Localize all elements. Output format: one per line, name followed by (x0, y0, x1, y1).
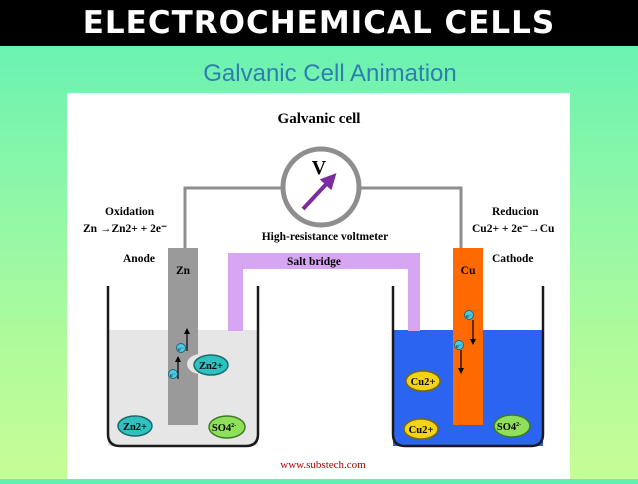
oxidation-reaction: Zn →Zn2+ + 2e⁻ (83, 223, 167, 235)
slide-title-bar: ELECTROCHEMICAL CELLS (0, 0, 638, 46)
copper-ion-solution-2: Cu2+ (403, 418, 439, 440)
salt-bridge-label: Salt bridge (287, 256, 341, 268)
external-wire (183, 186, 285, 253)
voltmeter: V (280, 146, 362, 228)
cathode-label: Cathode (492, 253, 534, 265)
sulfate-ion-right-label: SO42- (497, 422, 521, 433)
sulfate-ion-left: SO42- (208, 415, 246, 439)
copper-ion-solution-2-label: Cu2+ (409, 425, 434, 436)
oxidation-label: Oxidation (105, 206, 155, 218)
copper-ion-solution-1-label: Cu2+ (411, 377, 436, 388)
svg-text:e⁻: e⁻ (178, 347, 184, 353)
zinc-ion-leaving-label: Zn2+ (199, 361, 223, 372)
svg-text:e⁻: e⁻ (170, 373, 176, 379)
zinc-electrode-label: Zn (176, 265, 191, 277)
sulfate-ion-left-label: SO42- (212, 423, 236, 434)
zinc-ion-solution: Zn2+ (117, 415, 153, 437)
svg-text:e⁻: e⁻ (466, 314, 472, 320)
copper-ion-solution-1: Cu2+ (405, 370, 441, 392)
zinc-ion-solution-label: Zn2+ (123, 422, 147, 433)
voltmeter-label: High-resistance voltmeter (262, 231, 389, 243)
electron-zn-2: e⁻ (168, 369, 178, 379)
salt-bridge (228, 253, 420, 331)
zinc-electrode (168, 248, 198, 425)
copper-electrode-label: Cu (461, 265, 476, 277)
voltmeter-needle (301, 173, 337, 211)
left-beaker (106, 286, 260, 448)
zinc-ion-leaving: Zn2+ (193, 354, 229, 376)
external-wire-right (357, 186, 463, 251)
svg-text:e⁻: e⁻ (456, 344, 462, 350)
electron-zn-1: e⁻ (176, 343, 186, 353)
sulfate-ion-right: SO42- (493, 414, 531, 438)
diagram-title: Galvanic cell (278, 111, 361, 127)
galvanic-cell-diagram: Galvanic cell V High-resistance voltmete… (67, 93, 570, 479)
slide-subtitle: Galvanic Cell Animation (203, 60, 457, 87)
electron-cu-2: e⁻ (454, 340, 464, 350)
voltmeter-symbol: V (312, 157, 327, 179)
source-credit: www.substech.com (280, 459, 366, 471)
anode-label: Anode (123, 253, 155, 265)
copper-electrode (453, 248, 483, 425)
reduction-reaction: Cu2+ + 2e⁻→Cu (472, 223, 555, 235)
slide-title: ELECTROCHEMICAL CELLS (82, 5, 556, 41)
electron-cu-1: e⁻ (464, 310, 474, 320)
reduction-label: Reducion (492, 206, 539, 218)
right-beaker (391, 286, 545, 448)
